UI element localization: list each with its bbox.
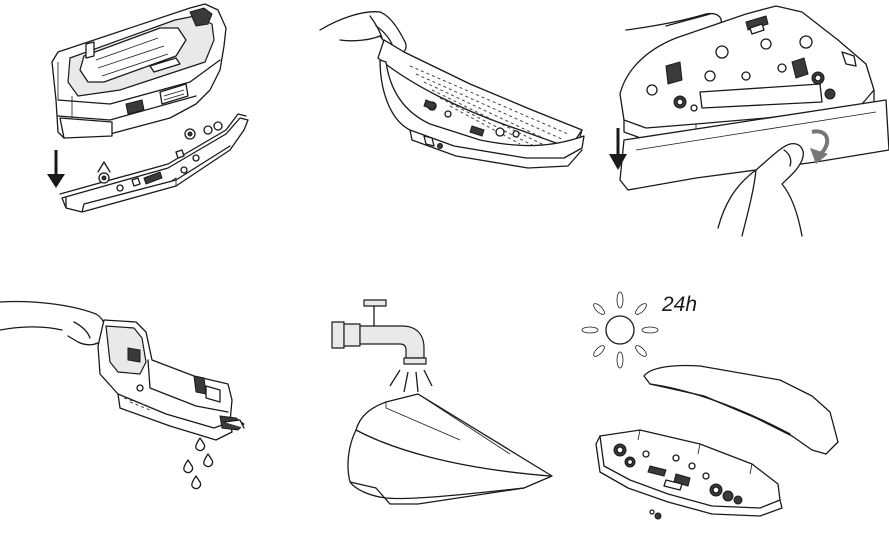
step-2-illustration xyxy=(320,0,600,230)
step-1-remove-mop-bracket xyxy=(0,0,260,230)
mop-bracket xyxy=(596,430,782,519)
water-drop-icon xyxy=(192,476,201,489)
sun-icon xyxy=(582,292,658,368)
step-6-sun-dry-and-reattach xyxy=(580,280,889,542)
water-drop-icon xyxy=(196,438,205,451)
water-drop-icon xyxy=(184,460,193,473)
hand-icon xyxy=(0,302,105,345)
robot-body xyxy=(52,4,226,138)
step-4-illustration xyxy=(0,290,270,542)
step-6-illustration xyxy=(580,280,889,542)
drying-time-label: 24h xyxy=(662,293,697,317)
water-drops xyxy=(184,438,213,489)
water-tank xyxy=(98,320,244,440)
water-stream xyxy=(390,370,432,392)
step-1-illustration xyxy=(0,0,260,230)
faucet-icon xyxy=(332,300,426,364)
step-4-drain-water-tank xyxy=(0,290,270,542)
step-3-illustration xyxy=(606,0,889,240)
step-5-rinse-mop-cloth xyxy=(330,290,570,542)
water-drop-icon xyxy=(204,454,213,467)
mop-cloth xyxy=(348,394,552,504)
step-3-slide-off-mop-cloth xyxy=(606,0,889,240)
down-arrow-icon xyxy=(47,150,65,188)
step-5-illustration xyxy=(330,290,570,542)
step-2-peel-mop-cloth xyxy=(320,0,600,230)
